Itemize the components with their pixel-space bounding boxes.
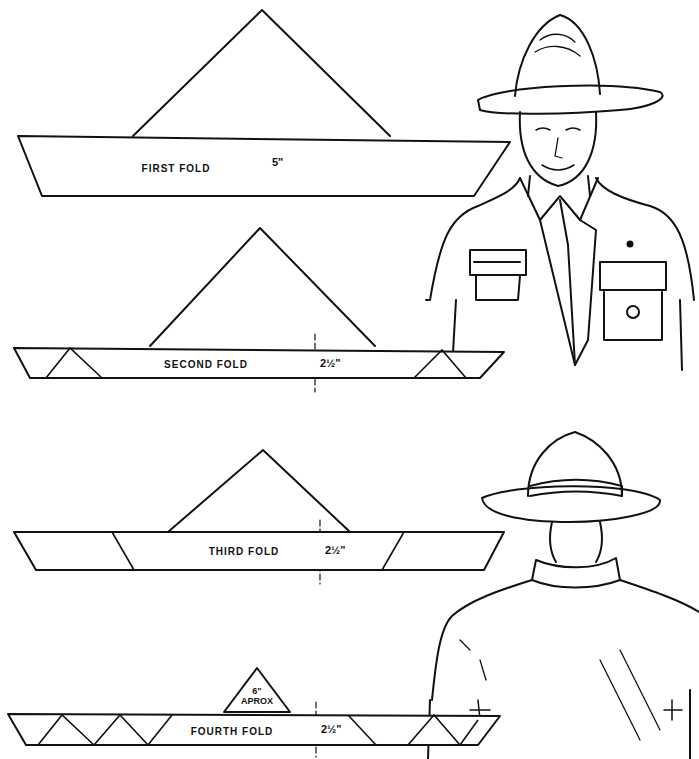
- kerchief-triangle: [168, 450, 350, 532]
- kerchief-triangle: [133, 10, 390, 136]
- fold-crease: [38, 715, 94, 745]
- fold-triangle: 6" APROX: [224, 668, 290, 712]
- band-shape: [14, 532, 504, 570]
- fold-crease: [148, 715, 172, 745]
- fold-label: SECOND FOLD: [164, 359, 248, 370]
- fold-crease: [460, 720, 478, 745]
- fold-band: FOURTH FOLD: [8, 712, 500, 745]
- fold-crease: [46, 348, 102, 378]
- dimension-label: 2½": [320, 358, 341, 369]
- band-shape: [14, 348, 504, 378]
- fold-crease: [382, 532, 404, 570]
- dimension-label: 2½": [321, 724, 342, 735]
- dimension-label: 5": [272, 157, 283, 168]
- fold-label: 6" APROX: [239, 687, 275, 707]
- fold-crease: [112, 532, 134, 570]
- band-shape: [18, 136, 510, 196]
- fold-label: FIRST FOLD: [142, 163, 211, 174]
- kerchief-triangle: [150, 228, 375, 346]
- fold-crease: [94, 715, 148, 745]
- scout-back: [428, 432, 699, 759]
- fold-label: FOURTH FOLD: [191, 726, 274, 737]
- band-outline: [14, 346, 504, 378]
- band-outline: [18, 136, 510, 196]
- dimension-label: 2½": [325, 545, 346, 556]
- fold-crease: [414, 350, 466, 378]
- fold-band: FIRST FOLD: [18, 136, 510, 196]
- fold-crease: [408, 715, 460, 745]
- fold-label: THIRD FOLD: [209, 546, 280, 557]
- band-shape: [8, 714, 500, 745]
- fold-crease: [348, 715, 376, 745]
- fold-band: THIRD FOLD: [14, 532, 504, 570]
- band-shape: [224, 668, 290, 712]
- fold-band: SECOND FOLD: [14, 346, 504, 378]
